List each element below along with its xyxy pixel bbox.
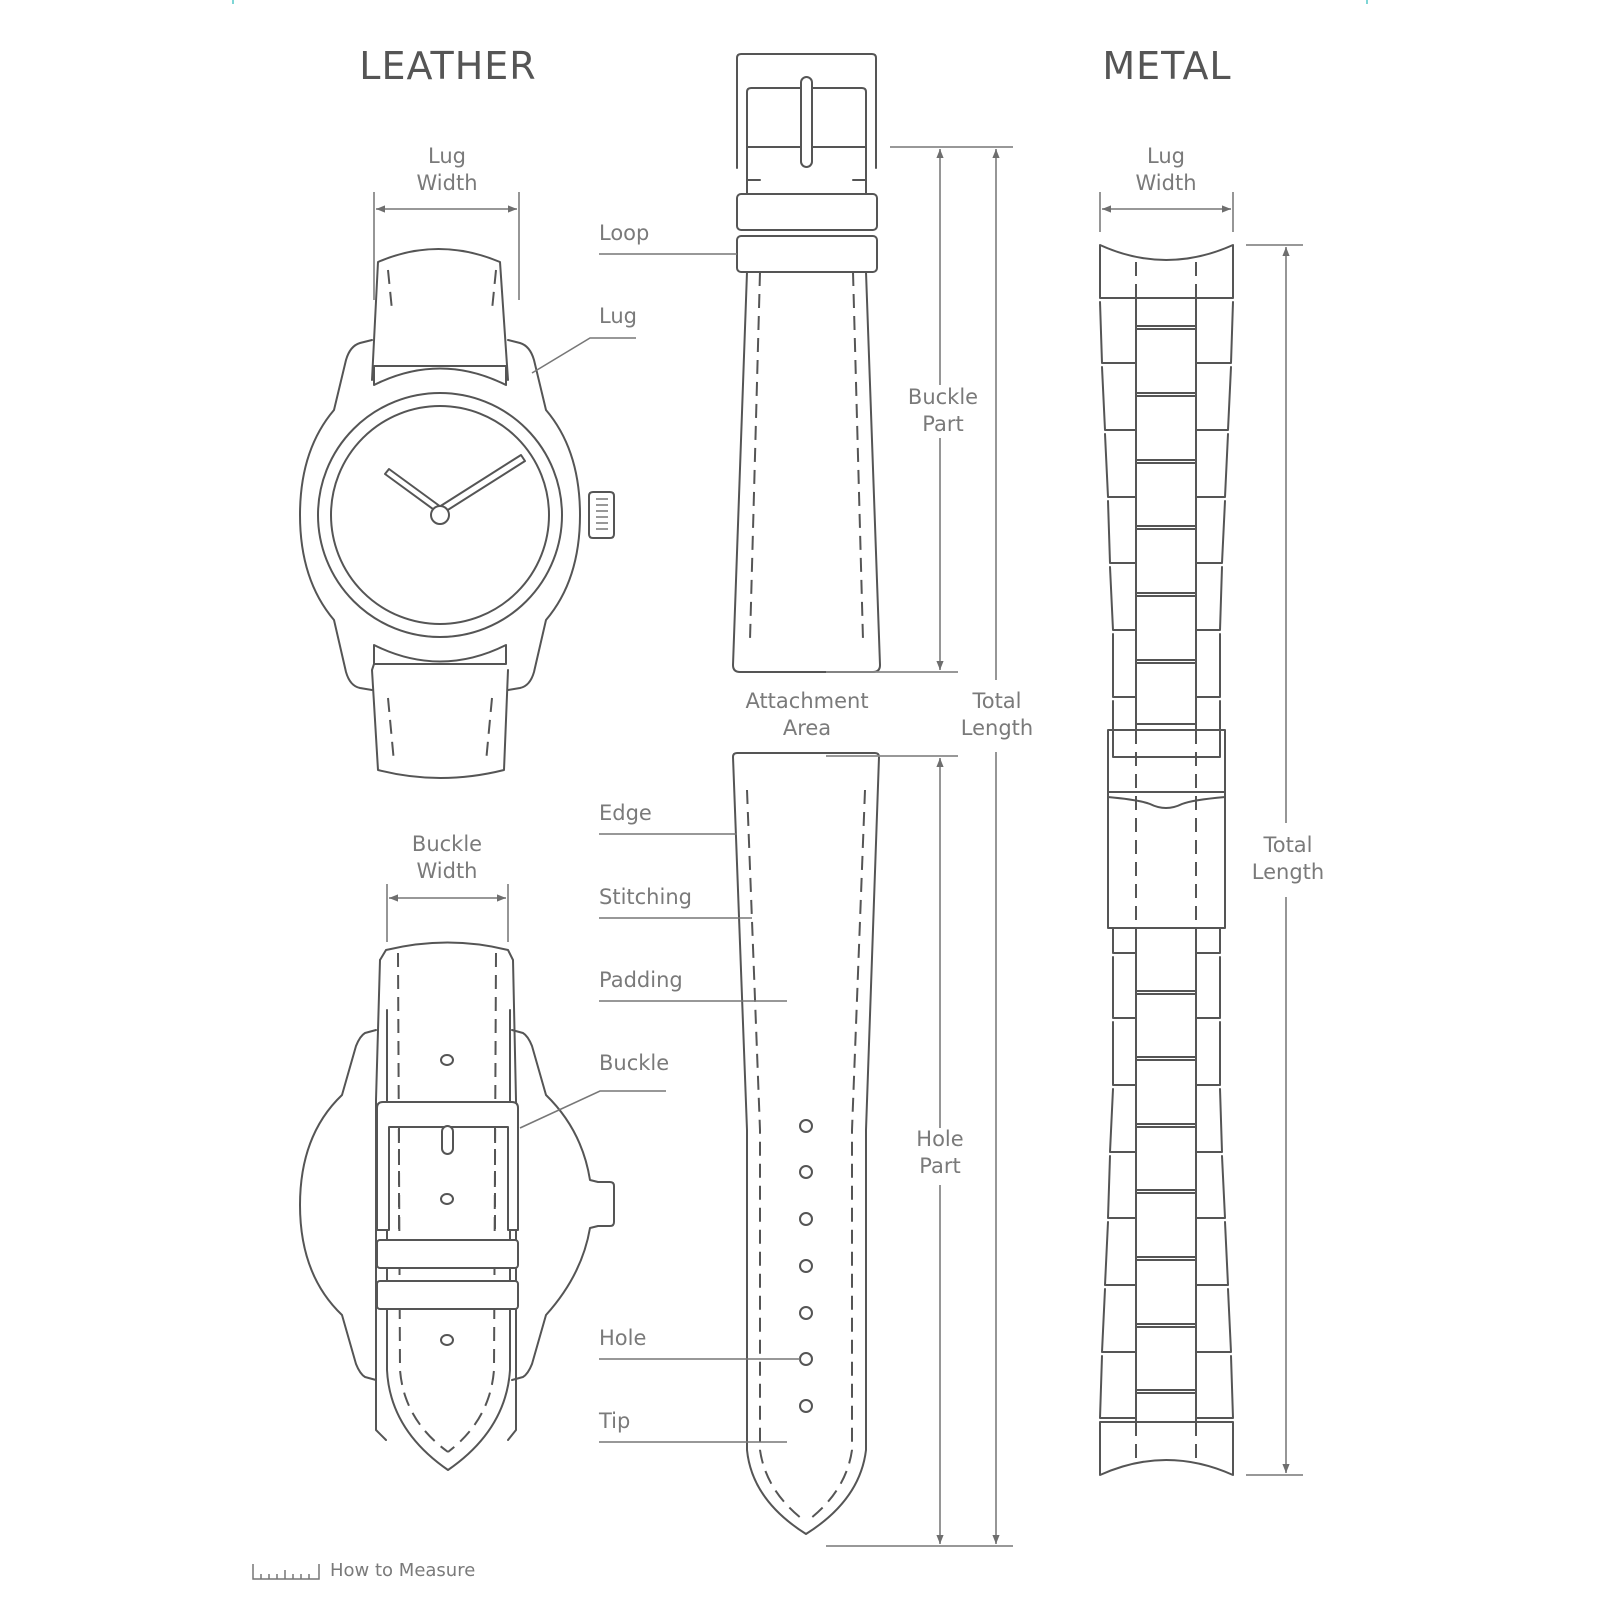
- buckle-width-label: Buckle Width: [411, 832, 483, 883]
- metal-total-length-label: Total Length: [1251, 833, 1325, 884]
- callout-stitching: Stitching: [599, 885, 692, 909]
- hole-part-label: Hole Part: [916, 1127, 964, 1178]
- how-to-measure-label: How to Measure: [330, 1560, 476, 1581]
- metal-section-title: METAL: [1102, 44, 1232, 88]
- frame-corner-mark: [1366, 0, 1368, 4]
- metal-bracelet-illustration: [1099, 192, 1303, 1476]
- leather-strap-illustration: [599, 53, 1013, 1547]
- lower-links: [1099, 927, 1234, 1419]
- callout-hole: Hole: [599, 1326, 647, 1350]
- ruler-icon: [252, 1563, 320, 1580]
- leather-section-title: LEATHER: [359, 44, 537, 88]
- metal-lug-width-label: Lug Width: [1135, 144, 1197, 195]
- upper-links: [1099, 301, 1234, 731]
- callout-buckle: Buckle: [599, 1051, 670, 1075]
- frame-corner-mark: [232, 0, 234, 4]
- leather-watch-front-illustration: [299, 192, 636, 779]
- callout-loop: Loop: [599, 221, 650, 245]
- total-length-label: Total Length: [960, 689, 1034, 740]
- callout-padding: Padding: [599, 968, 683, 992]
- callout-edge: Edge: [599, 801, 652, 825]
- leather-watch-back-illustration: [299, 884, 666, 1471]
- callout-lug: Lug: [599, 304, 637, 328]
- buckle-part-label: Buckle Part: [907, 385, 979, 436]
- attachment-area-label: Attachment Area: [745, 689, 869, 740]
- how-to-measure-footer: How to Measure: [252, 1560, 475, 1581]
- callout-tip: Tip: [599, 1409, 631, 1433]
- lug-width-label: Lug Width: [416, 144, 478, 195]
